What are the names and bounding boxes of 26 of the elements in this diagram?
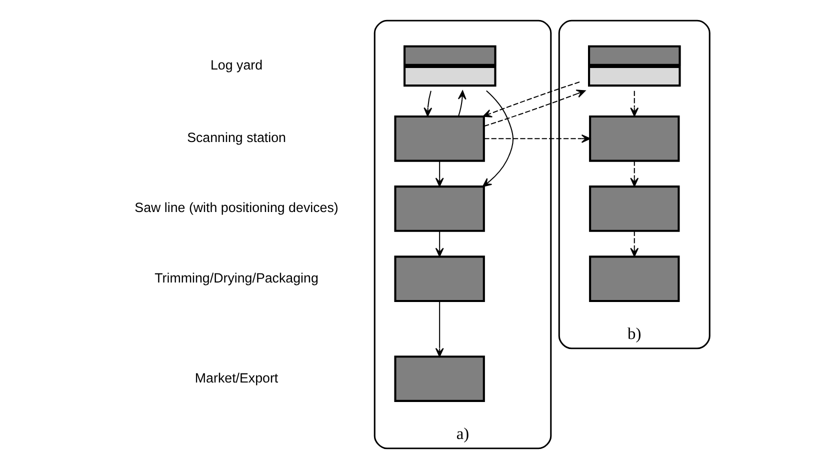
- arrow: [482, 82, 580, 118]
- arrow: [482, 90, 514, 187]
- arrow: [484, 134, 591, 143]
- label: Scanning station: [187, 130, 286, 146]
- label: Log yard: [210, 57, 263, 72]
- node-box: [589, 186, 680, 232]
- arrow: [630, 160, 639, 187]
- arrow: [435, 160, 444, 187]
- node-box: [589, 256, 680, 302]
- node-box: [394, 186, 485, 232]
- node-box: [394, 356, 485, 402]
- arrow: [435, 301, 444, 358]
- node-box: [589, 115, 680, 162]
- arrow: [484, 90, 586, 127]
- arrow: [630, 230, 639, 257]
- label: Market/Export: [194, 370, 278, 386]
- cluster: a): [374, 20, 552, 450]
- node-box: [394, 256, 485, 302]
- arrow: [458, 90, 466, 116]
- arrow: [435, 230, 444, 257]
- cluster: b): [558, 20, 710, 350]
- arrow: [630, 90, 639, 117]
- arrow: [424, 90, 432, 117]
- label: Trimming/Drying/Packaging: [154, 270, 318, 286]
- node-box: [394, 115, 485, 162]
- label: Saw line (with positioning devices): [134, 200, 338, 216]
